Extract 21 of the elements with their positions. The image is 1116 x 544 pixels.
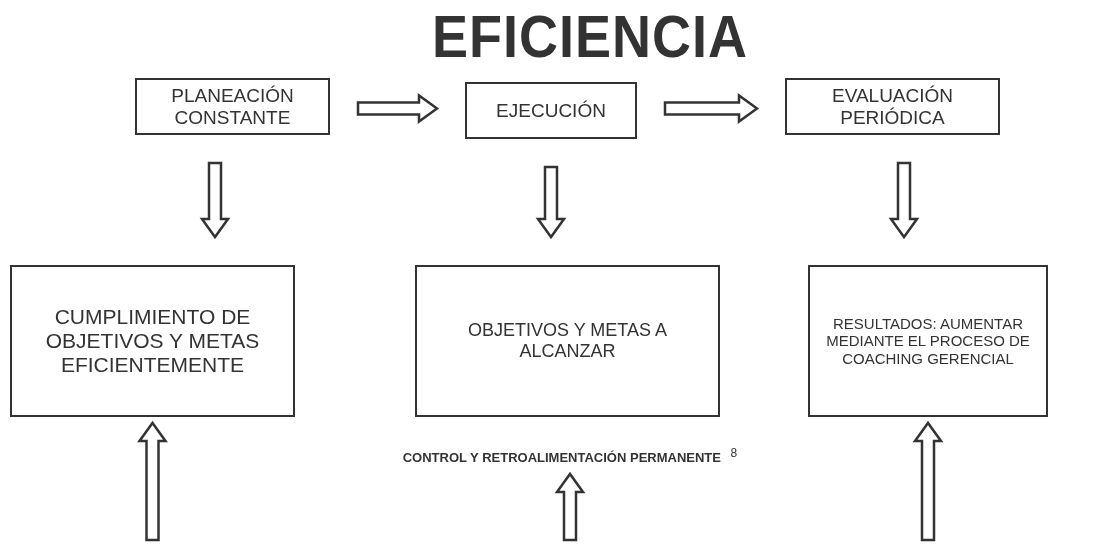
process-box: [415, 265, 720, 417]
process-box: [10, 265, 295, 417]
block-arrow: [888, 161, 920, 240]
block-arrow: [663, 93, 760, 124]
box-label: RESULTADOS: AUMENTAR MEDIANTE EL PROCESO DE COACHING GERENCIAL: [825, 315, 1031, 367]
block-arrow: [554, 471, 586, 542]
process-box: [465, 82, 637, 139]
block-arrow: [137, 420, 168, 542]
process-box: [135, 78, 330, 135]
box-label: OBJETIVOS Y METAS A ALCANZAR: [466, 320, 669, 362]
box-label: CUMPLIMIENTO DE OBJETIVOS Y METAS EFICIENTEMENTE: [44, 304, 261, 378]
block-arrow: [356, 93, 440, 124]
box-label: EJECUCIÓN: [495, 99, 607, 122]
process-box: [808, 265, 1048, 417]
box-label: PLANEACIÓN CONSTANTE: [170, 84, 295, 129]
block-arrow: [912, 420, 944, 542]
box-label: EVALUACIÓN PERIÓDICA: [830, 84, 955, 129]
diagram-title: EFICIENCIA: [431, 2, 749, 71]
block-arrow: [199, 161, 231, 240]
block-arrow: [535, 165, 567, 240]
process-box: [785, 78, 1000, 135]
